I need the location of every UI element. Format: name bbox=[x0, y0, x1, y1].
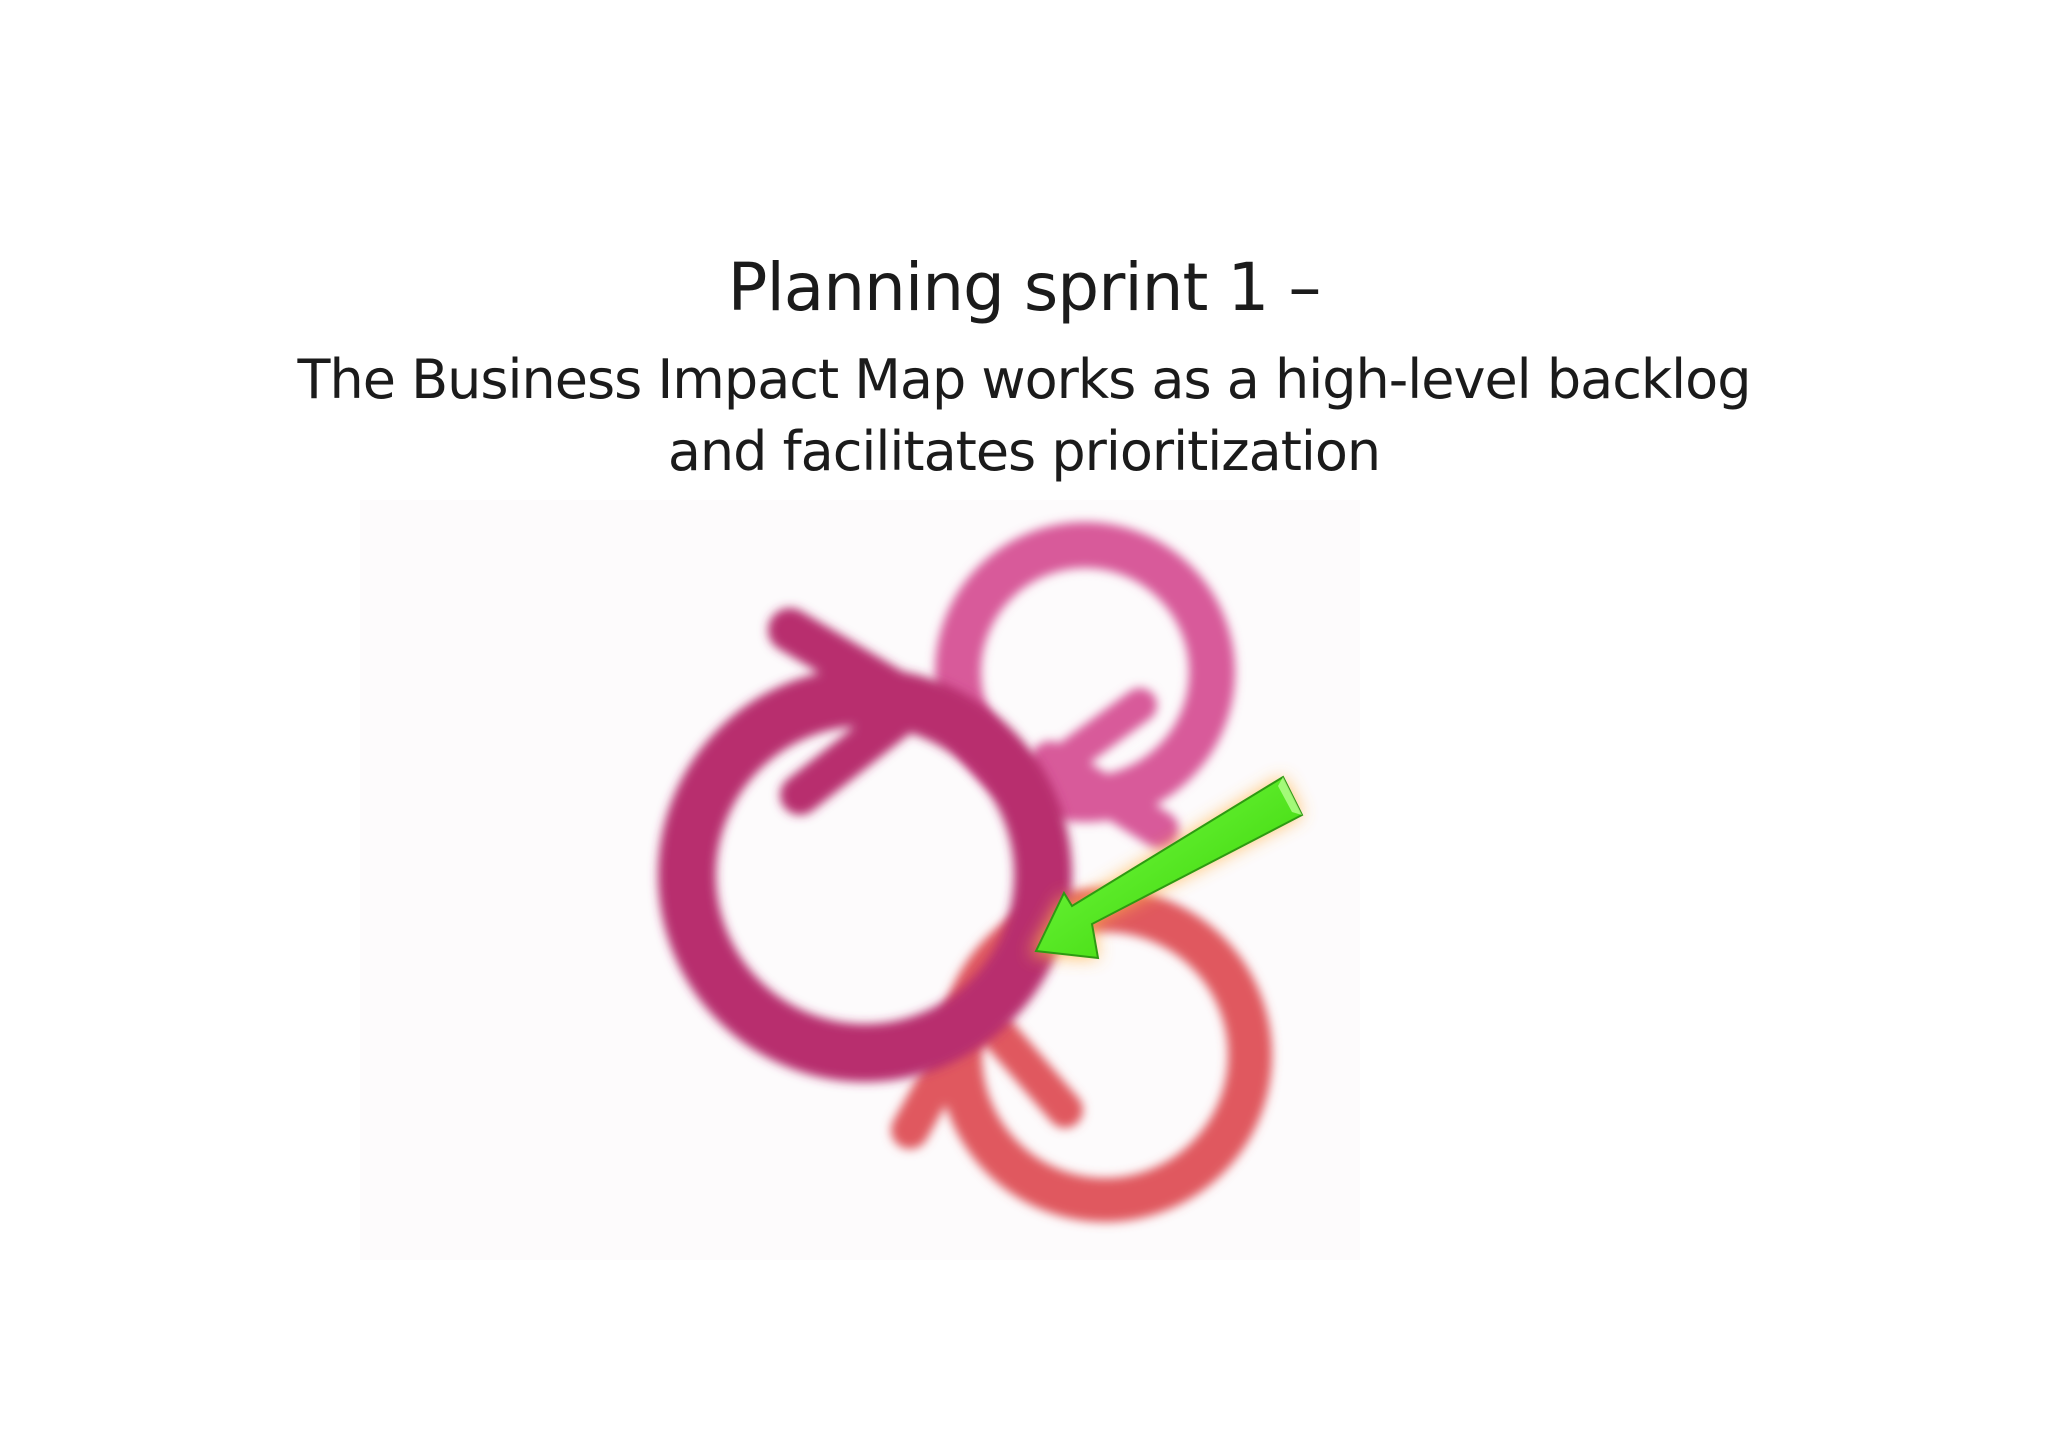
upper-cycle bbox=[935, 522, 1235, 849]
slide-subtitle: The Business Impact Map works as a high-… bbox=[297, 348, 1752, 483]
green-arrow bbox=[1030, 775, 1304, 960]
slide-title: Planning sprint 1 – bbox=[727, 249, 1322, 326]
large-cycle bbox=[658, 608, 1072, 1082]
